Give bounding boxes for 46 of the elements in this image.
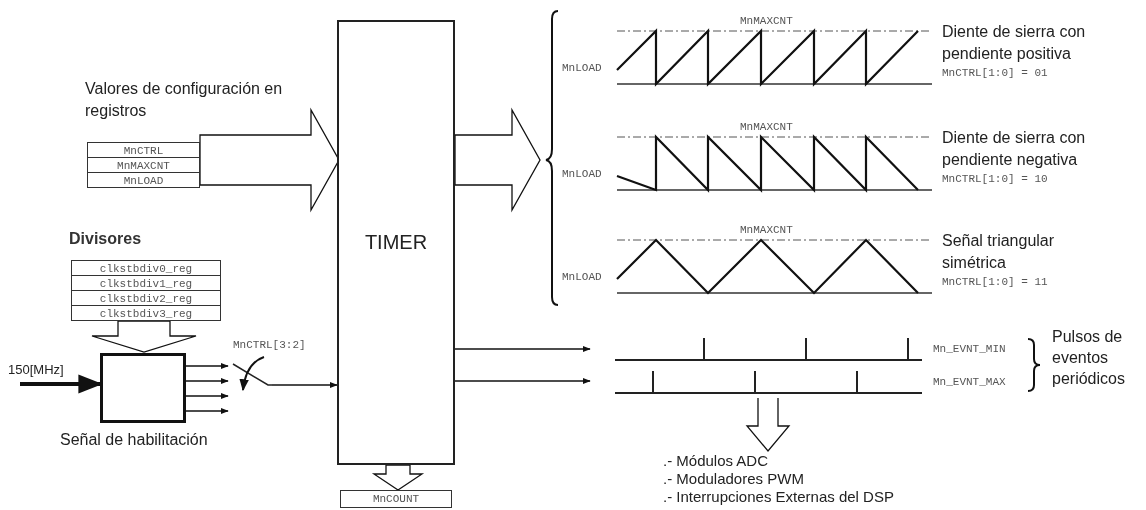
- register-cell: clkstbdiv3_reg: [71, 305, 221, 321]
- signal-label: Mn_EVNT_MIN: [933, 343, 1006, 355]
- arrow: [185, 362, 229, 370]
- level-label: MnLOAD: [562, 62, 602, 74]
- level-label: MnMAXCNT: [740, 224, 793, 236]
- list-item: .- Módulos ADC: [663, 452, 770, 470]
- caption-text: Señal de habilitación: [60, 431, 208, 449]
- list-item: .- Moduladores PWM: [663, 470, 805, 488]
- signal-label: Mn_EVNT_MAX: [933, 376, 1006, 388]
- arrow: [454, 377, 591, 385]
- edge-label: 150[MHz]: [8, 362, 64, 377]
- arrow: [271, 381, 338, 389]
- register-cell: clkstbdiv0_reg: [71, 260, 221, 276]
- register-cell: clkstbdiv1_reg: [71, 275, 221, 291]
- list-item: .- Interrupciones Externas del DSP: [663, 488, 895, 506]
- mode-setting-text: MnCTRL[1:0] = 10: [942, 173, 1048, 185]
- timer-block: TIMER: [337, 20, 455, 465]
- level-label: MnLOAD: [562, 271, 602, 283]
- arrow: [185, 392, 229, 400]
- register-cell: MnLOAD: [87, 172, 200, 188]
- block-arrow: [454, 107, 541, 213]
- table-heading: Valores de configuración en registros: [85, 79, 284, 121]
- table-heading: Divisores: [69, 229, 142, 249]
- block-arrow: [371, 464, 425, 491]
- arrow: [185, 407, 229, 415]
- mode-setting-text: MnCTRL[1:0] = 01: [942, 67, 1048, 79]
- divider-block: [100, 353, 186, 423]
- register-cell: clkstbdiv2_reg: [71, 290, 221, 306]
- waveform-title: Diente de sierra con pendiente negativa: [942, 128, 1087, 170]
- control-label: MnCTRL[3:2]: [233, 339, 306, 351]
- waveform-title: Señal triangular simétrica: [942, 231, 1056, 273]
- arrow: [20, 374, 103, 394]
- register-cell: MnMAXCNT: [87, 157, 200, 173]
- group-caption: Pulsos de eventos periódicos: [1052, 327, 1126, 389]
- register-box: MnCOUNT: [340, 490, 452, 508]
- register-cell: MnCTRL: [87, 142, 200, 158]
- level-label: MnLOAD: [562, 168, 602, 180]
- arrow: [454, 345, 591, 353]
- level-label: MnMAXCNT: [740, 15, 793, 27]
- mode-setting-text: MnCTRL[1:0] = 11: [942, 276, 1048, 288]
- block-arrow: [199, 107, 340, 213]
- block-arrow: [745, 397, 791, 452]
- block-arrow: [91, 320, 197, 353]
- level-label: MnMAXCNT: [740, 121, 793, 133]
- arrow: [185, 377, 229, 385]
- waveform-title: Diente de sierra con pendiente positiva: [942, 22, 1087, 64]
